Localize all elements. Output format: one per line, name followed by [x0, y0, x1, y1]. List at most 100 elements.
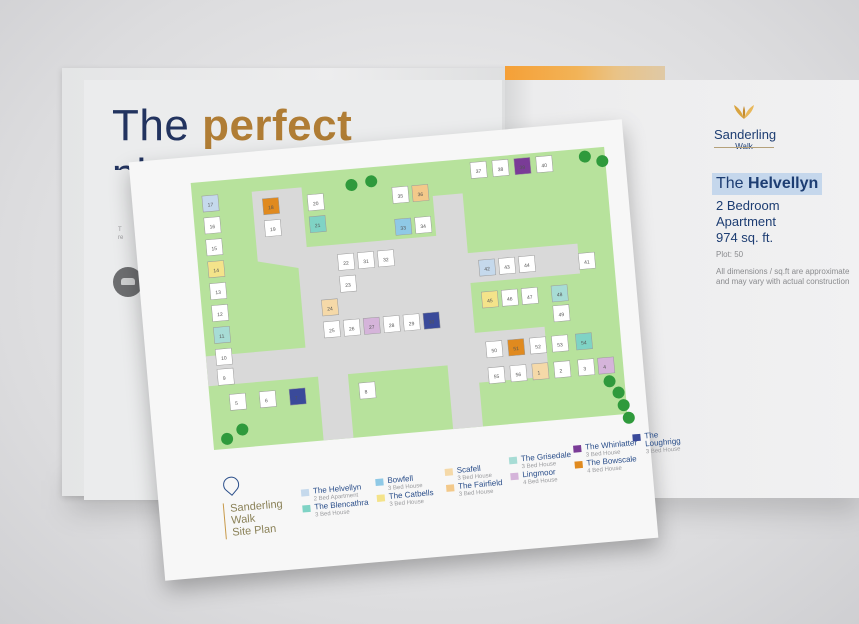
plot-number-label: 3 — [583, 366, 587, 372]
plot-number-label: 27 — [369, 325, 375, 331]
house-plot — [205, 238, 224, 257]
plot-number-label: 49 — [558, 312, 564, 318]
plot-number-label: 23 — [345, 282, 351, 288]
disclaimer-line-2: and may vary with actual construction — [716, 277, 850, 286]
house-plot — [535, 155, 554, 174]
brand-divider — [714, 147, 774, 148]
plot-number-label: 11 — [219, 334, 225, 340]
plot-number-label: 44 — [524, 263, 530, 269]
plot-number-label: 16 — [209, 224, 215, 230]
bird-logo-icon — [734, 105, 754, 119]
house-plot — [323, 320, 341, 339]
plot-number-label: 37 — [476, 169, 482, 175]
house-plot — [358, 381, 377, 400]
plot-number: Plot: 50 — [716, 250, 744, 259]
house-type: Apartment — [716, 214, 776, 229]
house-plot — [209, 282, 228, 300]
legend-swatch — [302, 504, 311, 513]
house-plot — [485, 340, 504, 359]
house-plot — [414, 215, 433, 234]
legend-swatch — [510, 472, 519, 481]
plot-number-label: 48 — [557, 292, 563, 298]
house-plot — [211, 304, 230, 322]
plot-number-label: 1 — [537, 370, 541, 376]
house-title: The Helvellyn — [712, 173, 823, 195]
house-plot — [578, 251, 596, 270]
house-plot — [382, 315, 401, 333]
tree-icon — [365, 175, 378, 188]
tree-icon — [617, 399, 630, 412]
plot-number-label: 31 — [363, 259, 369, 265]
plot-number-label: 13 — [215, 290, 221, 296]
tree-icon — [596, 155, 609, 168]
house-plot — [529, 336, 548, 355]
plot-number-label: 47 — [527, 295, 533, 301]
house-plot — [500, 288, 519, 307]
house-area: 974 sq. ft. — [716, 230, 774, 245]
house-plot — [306, 193, 325, 212]
legend-swatch — [376, 494, 386, 503]
house-plot — [509, 364, 528, 383]
tree-icon — [221, 432, 234, 445]
plot-number-label: 14 — [213, 268, 219, 274]
plot-number-label: 2 — [559, 368, 563, 374]
plot-number-label: 39 — [519, 165, 525, 171]
house-plot — [422, 311, 441, 330]
legend-name: The Loughrigg — [644, 430, 681, 449]
plot-number-label: 30 — [429, 319, 435, 325]
house-plot — [391, 185, 410, 204]
house-plot — [513, 157, 532, 175]
road-network — [205, 187, 581, 441]
plot-number-label: 50 — [491, 348, 497, 354]
tree-icon — [603, 375, 616, 388]
house-plot — [481, 290, 499, 309]
house-plot — [308, 215, 327, 234]
house-bedrooms: 2 Bedroom — [716, 198, 780, 213]
plot-number-label: 45 — [487, 298, 493, 304]
legend-swatch — [573, 445, 582, 453]
trees — [221, 150, 635, 445]
house-plot — [339, 274, 357, 293]
house-plot — [216, 367, 235, 386]
legend-swatch — [444, 468, 454, 476]
plot-number-label: 19 — [270, 227, 276, 233]
plot-number-label: 55 — [494, 374, 500, 380]
plot-number-label: 4 — [603, 365, 607, 371]
legend-swatch — [508, 456, 518, 465]
house-plot — [491, 159, 510, 177]
house-plot — [551, 334, 570, 353]
house-plot — [520, 286, 539, 305]
plot-number-label: 7 — [295, 396, 299, 402]
plot-number-label: 46 — [507, 296, 513, 302]
house-title-prefix: The — [716, 175, 744, 192]
tree-icon — [236, 423, 249, 436]
plot-number-label: 22 — [343, 261, 349, 267]
plot-number-label: 24 — [327, 306, 333, 312]
plot-number-label: 42 — [484, 266, 490, 272]
tiny-text-line-1: T — [118, 227, 122, 233]
tiny-text-line-2: re — [118, 235, 124, 241]
house-plot — [411, 184, 430, 202]
tree-icon — [612, 386, 625, 399]
plot-number-label: 33 — [400, 225, 406, 231]
plot-number-label: 52 — [535, 344, 541, 350]
house-plot — [337, 252, 356, 271]
legend-swatch — [375, 478, 384, 487]
house-plot — [262, 197, 280, 216]
house-plot — [288, 387, 307, 406]
legend-swatch — [632, 433, 641, 442]
house-plot — [201, 194, 220, 213]
house-plot — [507, 338, 526, 357]
plot-number-label: 10 — [221, 356, 227, 362]
disclaimer-line-1: All dimensions / sq.ft are approximate — [716, 267, 850, 276]
brand-sub: Walk — [714, 142, 774, 151]
house-plot — [577, 358, 596, 377]
plot-number-label: 40 — [541, 163, 547, 169]
house-plot — [362, 316, 381, 335]
tree-icon — [345, 179, 358, 192]
